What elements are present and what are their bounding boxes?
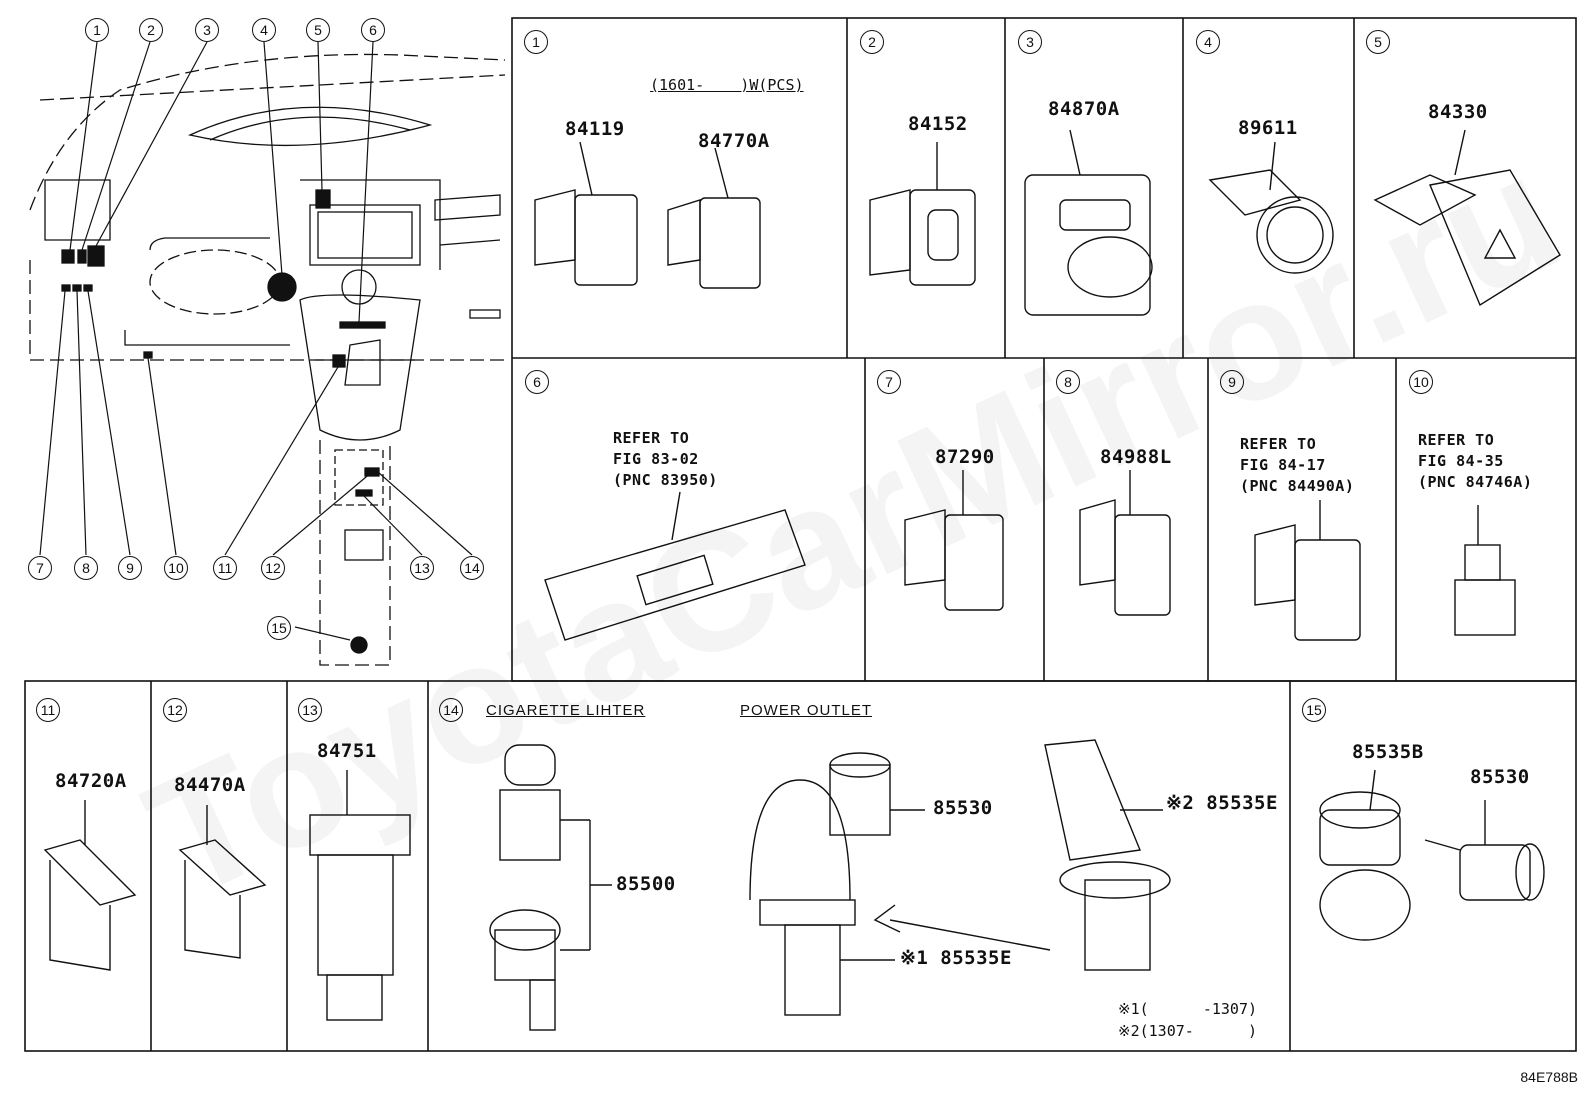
power-outlet-caption: POWER OUTLET <box>740 702 873 719</box>
callout-9[interactable]: 9 <box>118 556 142 580</box>
callout-5[interactable]: 5 <box>306 18 330 42</box>
callout-4[interactable]: 4 <box>252 18 276 42</box>
callout-7[interactable]: 7 <box>28 556 52 580</box>
part-85535E-early[interactable]: ※1 85535E <box>900 947 1012 969</box>
part-84770A[interactable]: 84770A <box>698 130 770 152</box>
part-84751[interactable]: 84751 <box>317 740 377 762</box>
part-85530-socket[interactable]: 85530 <box>1470 766 1530 788</box>
callout-2[interactable]: 2 <box>139 18 163 42</box>
cigarette-lighter-caption: CIGARETTE LIHTER <box>486 702 646 719</box>
part-84870A[interactable]: 84870A <box>1048 98 1120 120</box>
panel-1-number: 1 <box>524 30 548 54</box>
panel-6-reference[interactable]: REFER TO FIG 83-02 (PNC 83950) <box>613 429 718 489</box>
panel-5-number: 5 <box>1366 30 1390 54</box>
part-84720A[interactable]: 84720A <box>55 770 127 792</box>
callout-1[interactable]: 1 <box>85 18 109 42</box>
panel-13-number: 13 <box>298 698 322 722</box>
panel-15-number: 15 <box>1302 698 1326 722</box>
panel-3-number: 3 <box>1018 30 1042 54</box>
footnote-1: ※1( -1307) <box>1118 1000 1257 1018</box>
part-sketches <box>43 129 1561 1031</box>
panel-1-header: (1601- )W(PCS) <box>650 76 804 94</box>
callout-12[interactable]: 12 <box>261 556 285 580</box>
panel-9-reference[interactable]: REFER TO FIG 84-17 (PNC 84490A) <box>1240 435 1355 495</box>
part-89611[interactable]: 89611 <box>1238 117 1298 139</box>
panel-2-number: 2 <box>860 30 884 54</box>
panel-10-reference[interactable]: REFER TO FIG 84-35 (PNC 84746A) <box>1418 431 1533 491</box>
part-85500[interactable]: 85500 <box>616 873 676 895</box>
part-84119[interactable]: 84119 <box>565 118 625 140</box>
panel-9-number: 9 <box>1220 370 1244 394</box>
callout-13[interactable]: 13 <box>410 556 434 580</box>
panel-12-number: 12 <box>163 698 187 722</box>
part-85535B[interactable]: 85535B <box>1352 741 1424 763</box>
part-84470A[interactable]: 84470A <box>174 774 246 796</box>
part-84330[interactable]: 84330 <box>1428 101 1488 123</box>
panel-14-number: 14 <box>439 698 463 722</box>
footnote-2: ※2(1307- ) <box>1118 1022 1257 1040</box>
drawing-code: 84E788B <box>1520 1069 1578 1085</box>
part-87290[interactable]: 87290 <box>935 446 995 468</box>
panel-6-number: 6 <box>525 370 549 394</box>
overview-leaders <box>39 41 473 641</box>
panel-10-number: 10 <box>1409 370 1433 394</box>
panel-8-number: 8 <box>1056 370 1080 394</box>
part-85535E-late[interactable]: ※2 85535E <box>1166 792 1278 814</box>
callout-3[interactable]: 3 <box>195 18 219 42</box>
part-84152[interactable]: 84152 <box>908 113 968 135</box>
callout-11[interactable]: 11 <box>213 556 237 580</box>
callout-15[interactable]: 15 <box>267 616 291 640</box>
callout-6[interactable]: 6 <box>361 18 385 42</box>
panel-7-number: 7 <box>877 370 901 394</box>
part-85530-outlet[interactable]: 85530 <box>933 797 993 819</box>
panel-4-number: 4 <box>1196 30 1220 54</box>
callout-10[interactable]: 10 <box>164 556 188 580</box>
callout-14[interactable]: 14 <box>460 556 484 580</box>
panel-11-number: 11 <box>36 698 60 722</box>
callout-8[interactable]: 8 <box>74 556 98 580</box>
part-84988L[interactable]: 84988L <box>1100 446 1172 468</box>
